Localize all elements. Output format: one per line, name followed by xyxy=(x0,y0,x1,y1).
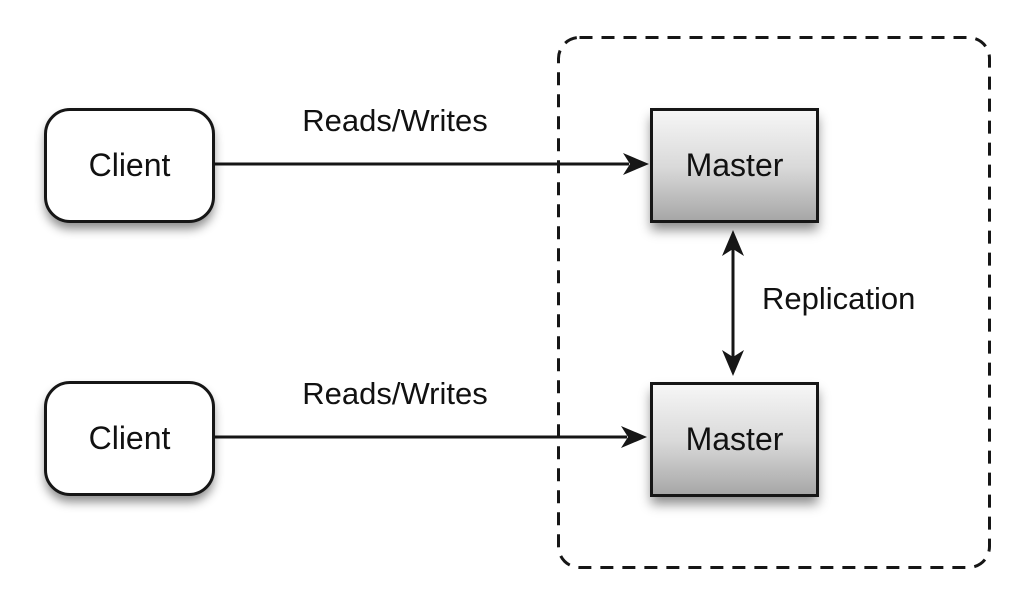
arrowhead-right-icon xyxy=(623,153,649,175)
edge-label-replication: Replication xyxy=(762,281,916,316)
node-label: Client xyxy=(88,146,171,183)
node-master-bottom: Master xyxy=(650,382,819,497)
reads-writes-arrow-top xyxy=(214,153,649,175)
node-client-top: Client xyxy=(44,108,215,223)
edge-label-reads-writes-bottom: Reads/Writes xyxy=(302,376,488,411)
node-client-bottom: Client xyxy=(44,381,215,496)
arrowhead-right-icon xyxy=(621,426,647,448)
node-label: Client xyxy=(88,419,171,456)
reads-writes-arrow-bottom xyxy=(212,426,647,448)
replication-arrow xyxy=(722,230,744,376)
node-label: Master xyxy=(685,420,784,457)
node-label: Master xyxy=(685,146,784,183)
node-master-top: Master xyxy=(650,108,819,223)
arrowhead-up-icon xyxy=(722,230,744,256)
arrowhead-down-icon xyxy=(722,350,744,376)
edge-label-reads-writes-top: Reads/Writes xyxy=(302,103,488,138)
